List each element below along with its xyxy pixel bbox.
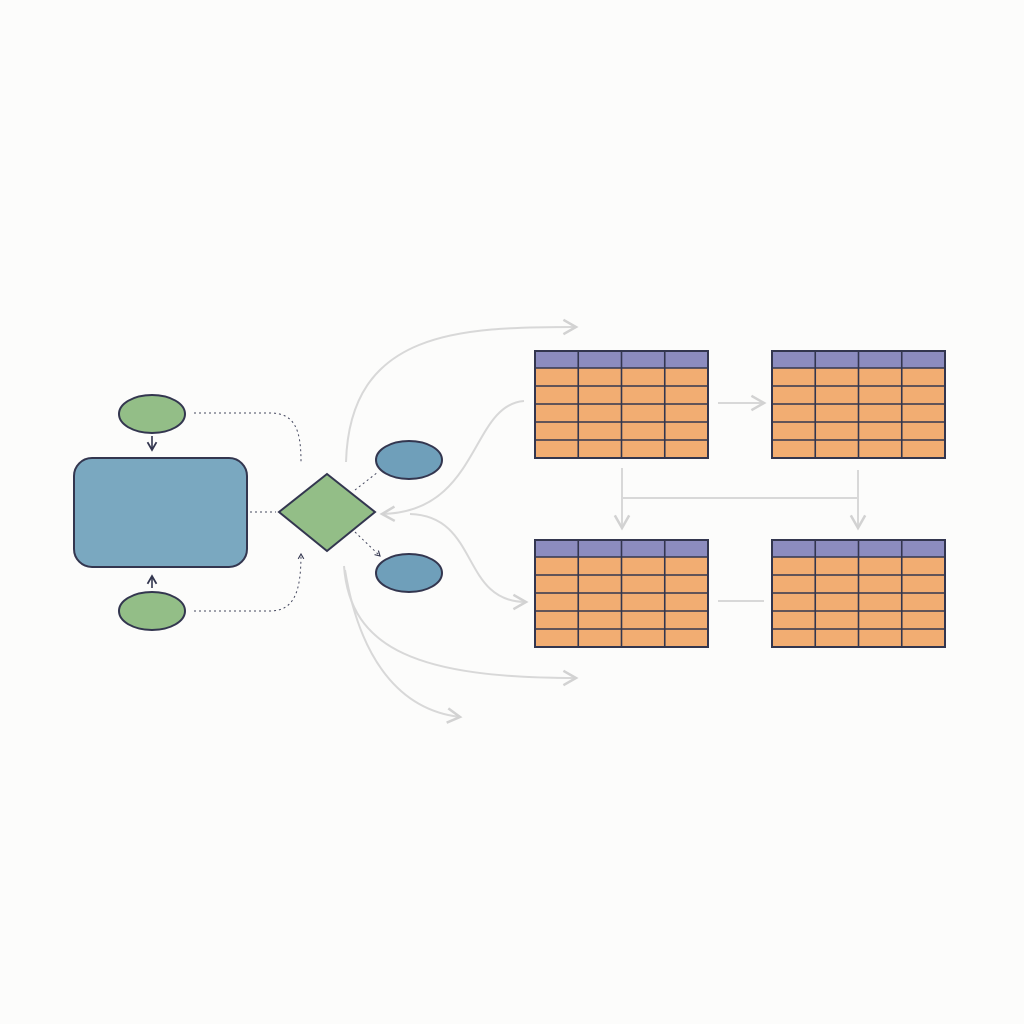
table-border bbox=[534, 350, 709, 459]
table-border bbox=[771, 350, 946, 459]
tables bbox=[534, 350, 946, 648]
output-top-node bbox=[375, 440, 443, 480]
connector-table-to-decision bbox=[379, 400, 525, 523]
light-connectors bbox=[343, 318, 867, 724]
dotted-decision-to-output-top bbox=[354, 471, 379, 491]
connector-decision-lowest bbox=[344, 569, 463, 724]
dotted-connectors bbox=[194, 412, 381, 612]
nodes bbox=[73, 394, 443, 631]
output-bottom-node bbox=[375, 553, 443, 593]
process-node bbox=[73, 457, 248, 568]
connector-decision-to-table-bottom bbox=[409, 513, 529, 611]
table-top-left bbox=[534, 350, 709, 459]
input-top-node bbox=[118, 394, 186, 434]
connector-decision-upper bbox=[345, 318, 579, 463]
dotted-input-top-to-decision bbox=[194, 412, 302, 463]
input-bottom-node bbox=[118, 591, 186, 631]
dotted-decision-to-output-bottom bbox=[354, 531, 381, 557]
table-border bbox=[534, 539, 709, 648]
table-bottom-left bbox=[534, 539, 709, 648]
table-top-right bbox=[771, 350, 946, 459]
table-border bbox=[771, 539, 946, 648]
table-bottom-right bbox=[771, 539, 946, 648]
decision-node bbox=[277, 472, 377, 553]
